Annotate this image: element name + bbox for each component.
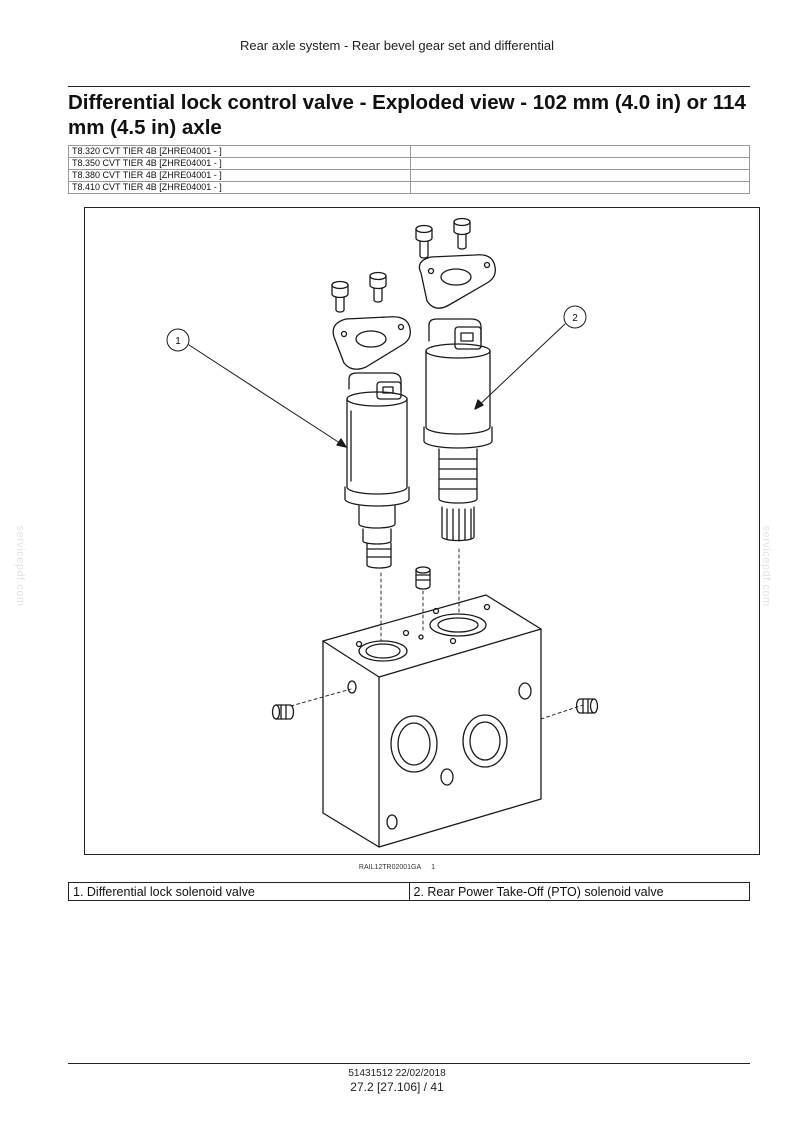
mounting-screw — [369, 271, 387, 303]
table-row: T8.350 CVT TIER 4B [ZHRE04001 - ] — [68, 157, 750, 170]
exploded-view-drawing: 1 2 — [166, 217, 599, 848]
callout-label: 2 — [572, 313, 578, 324]
model-cell: T8.410 CVT TIER 4B [ZHRE04001 - ] — [68, 181, 411, 194]
figure-reference: RAIL12TR02001GA 1 — [0, 864, 794, 871]
table-row: T8.320 CVT TIER 4B [ZHRE04001 - ] — [68, 145, 750, 158]
section-header: Rear axle system - Rear bevel gear set a… — [239, 38, 555, 53]
empty-cell — [410, 157, 750, 170]
model-cell: T8.320 CVT TIER 4B [ZHRE04001 - ] — [68, 145, 411, 158]
watermark: servicepdf.com — [14, 525, 26, 607]
valve-body-block — [322, 594, 542, 848]
legend-item: 1. Differential lock solenoid valve — [68, 882, 410, 901]
figure-legend-table: 1. Differential lock solenoid valve 2. R… — [68, 882, 750, 901]
mounting-screw — [331, 280, 349, 313]
watermark: servicepdf.com — [760, 525, 772, 607]
figure-number: 1 — [431, 864, 436, 871]
empty-cell — [410, 145, 750, 158]
rear-pto-solenoid-valve — [423, 318, 493, 542]
side-plug-right — [575, 698, 599, 714]
empty-cell — [410, 181, 750, 194]
threaded-plug — [415, 566, 431, 590]
page-title: Differential lock control valve - Explod… — [68, 91, 746, 139]
model-applicability-table: T8.320 CVT TIER 4B [ZHRE04001 - ] T8.350… — [68, 145, 750, 194]
differential-lock-solenoid-valve — [344, 372, 410, 569]
table-row: 1. Differential lock solenoid valve 2. R… — [68, 882, 750, 901]
callout-label: 1 — [175, 336, 181, 347]
callout-1 — [166, 328, 347, 448]
footer-rule — [68, 1063, 750, 1064]
page-number: 27.2 [27.106] / 41 — [350, 1080, 444, 1094]
gasket-right — [418, 254, 496, 309]
document-number: 51431512 22/02/2018 — [348, 1068, 446, 1079]
header-rule — [68, 86, 750, 87]
mounting-screw — [415, 224, 433, 259]
gasket-left — [332, 316, 411, 370]
model-cell: T8.350 CVT TIER 4B [ZHRE04001 - ] — [68, 157, 411, 170]
model-cell: T8.380 CVT TIER 4B [ZHRE04001 - ] — [68, 169, 411, 182]
empty-cell — [410, 169, 750, 182]
mounting-screw — [453, 217, 471, 250]
legend-item: 2. Rear Power Take-Off (PTO) solenoid va… — [408, 882, 750, 901]
exploded-view-figure: 1 2 — [84, 207, 760, 855]
table-row: T8.380 CVT TIER 4B [ZHRE04001 - ] — [68, 169, 750, 182]
side-plug-left — [271, 704, 295, 720]
assembly-axes — [290, 548, 584, 720]
figure-code: RAIL12TR02001GA — [358, 864, 422, 871]
callout-2 — [474, 305, 587, 410]
table-row: T8.410 CVT TIER 4B [ZHRE04001 - ] — [68, 181, 750, 194]
